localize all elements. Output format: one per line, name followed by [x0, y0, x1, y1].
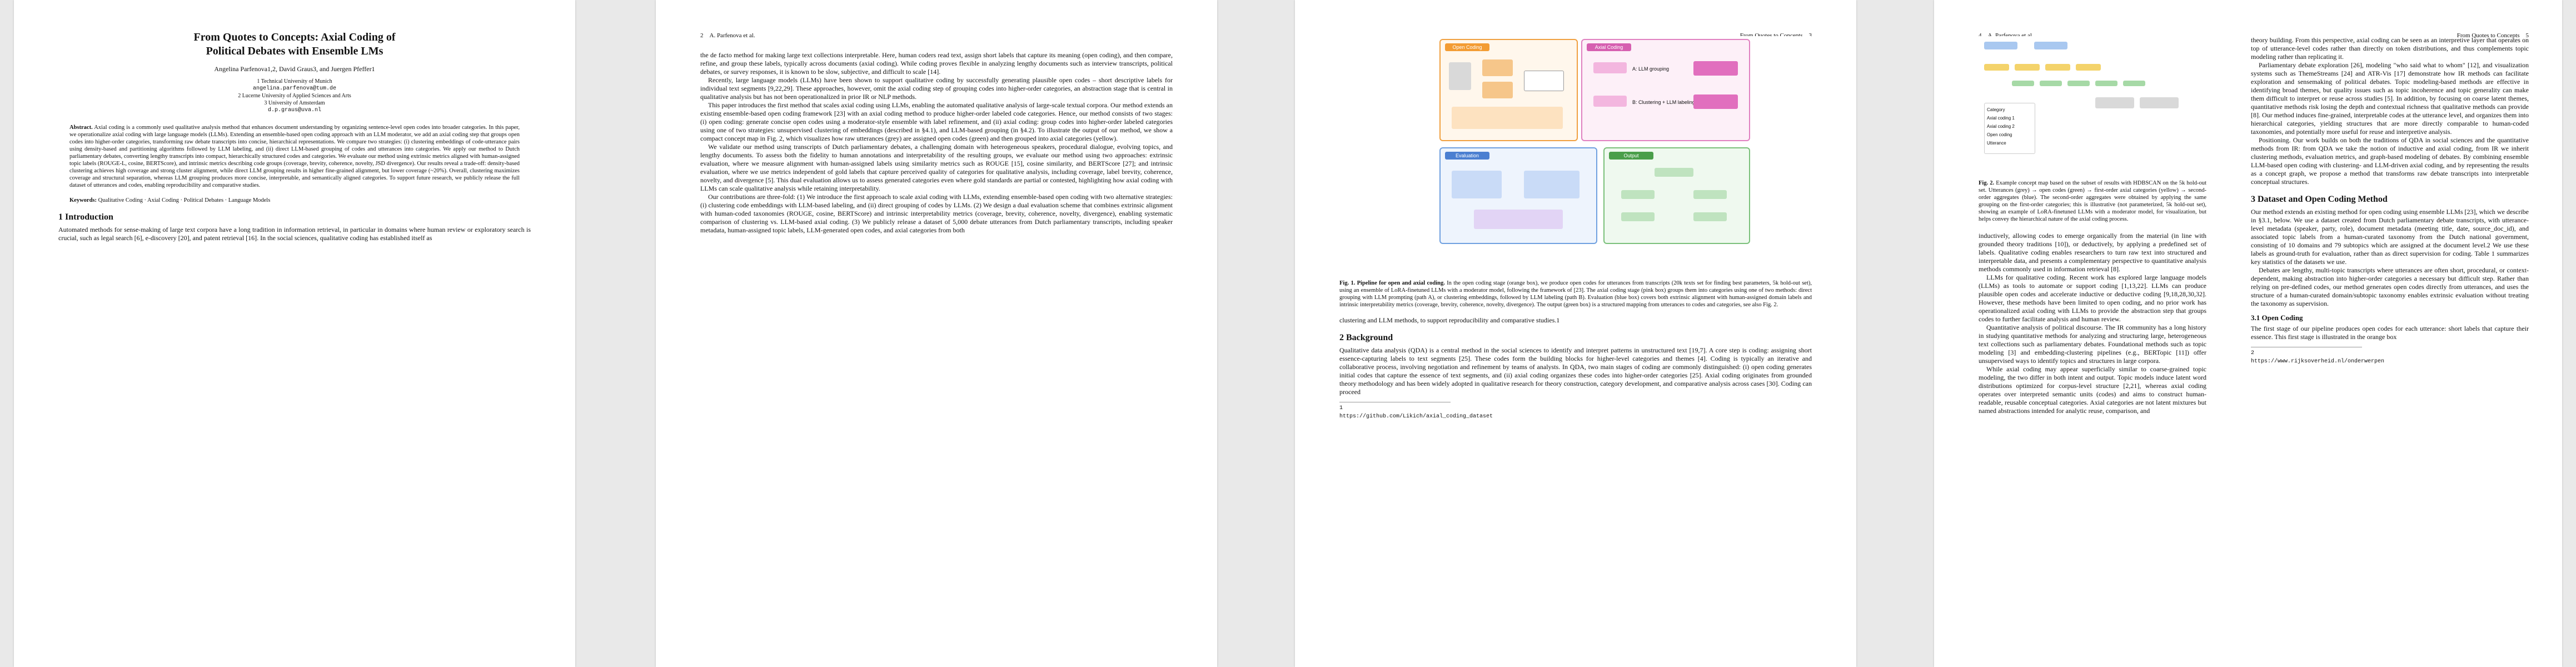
paragraph: Our contributions are three-fold: (1) We… — [700, 193, 1173, 234]
figure-2-caption: Fig. 2. Example concept map based on the… — [1979, 180, 2206, 222]
footnote: 1 https://github.com/Likich/axial_coding… — [1339, 402, 1493, 421]
subsection-heading-open-coding: 3.1 Open Coding — [2251, 313, 2303, 322]
paragraph: inductively, allowing codes to emerge or… — [1979, 232, 2206, 273]
open-coding-box: Open Coding — [1439, 39, 1578, 141]
page-4-body: Category Axial coding 1 Axial coding 2 O… — [1979, 36, 2206, 415]
paragraph: Qualitative data analysis (QDA) is a cen… — [1339, 346, 1812, 396]
paragraph: This paper introduces the first method t… — [700, 101, 1173, 142]
paragraph: The first stage of our pipeline produces… — [2251, 325, 2529, 341]
figure-2-legend: Category Axial coding 1 Axial coding 2 O… — [1984, 103, 2035, 154]
paragraph: Recently, large language models (LLMs) h… — [700, 76, 1173, 101]
footnote: 2 https://www.rijksoverheid.nl/onderwerp… — [2251, 347, 2384, 366]
paragraph: While axial coding may appear superficia… — [1979, 365, 2206, 415]
figure-2-concept-map: Category Axial coding 1 Axial coding 2 O… — [1979, 36, 2206, 175]
paragraph: We validate our method using transcripts… — [700, 143, 1173, 192]
affiliations: 1 Technical University of Munich angelin… — [238, 78, 351, 113]
output-box: Output — [1603, 147, 1750, 244]
section-heading-introduction: 1 Introduction — [58, 212, 113, 222]
abstract: Abstract. Axial coding is a commonly use… — [69, 125, 520, 188]
page-1: arXiv:2601.15338v1 [cs.CL] 20 Jan 2026 F… — [14, 0, 575, 667]
keywords: Keywords: Qualitative Coding · Axial Cod… — [69, 197, 271, 203]
page-4: 4 A. Parfenova et al. Category Axial cod… — [1934, 0, 2562, 667]
author-list: Angelina Parfenova1,2, David Graus3, and… — [214, 65, 375, 73]
figure-1-pipeline: Open Coding Axial Coding A: LLM grouping… — [1339, 36, 1812, 275]
intro-paragraph: Automated methods for sense-making of la… — [58, 226, 531, 242]
page-2-body: the de facto method for making large tex… — [700, 51, 1173, 235]
paragraph: LLMs for qualitative coding. Recent work… — [1979, 273, 2206, 323]
figure-1-caption: Fig. 1. Pipeline for open and axial codi… — [1339, 280, 1812, 308]
paragraph: Quantitative analysis of political disco… — [1979, 323, 2206, 365]
paragraph: clustering and LLM methods, to support r… — [1339, 316, 1560, 324]
paragraph: the de facto method for making large tex… — [700, 51, 1173, 76]
paragraph: Debates are lengthy, multi-topic transcr… — [2251, 266, 2529, 307]
paragraph: Our method extends an existing method fo… — [2251, 208, 2529, 266]
section-heading-background: 2 Background — [1339, 333, 1393, 342]
page-5-body: theory building. From this perspective, … — [2251, 36, 2529, 366]
paragraph: Parliamentary debate exploration [26], m… — [2251, 61, 2529, 136]
running-header: 2 A. Parfenova et al. — [700, 32, 755, 39]
paragraph: theory building. From this perspective, … — [2251, 36, 2529, 61]
evaluation-box: Evaluation — [1439, 147, 1597, 244]
paper-title: From Quotes to Concepts: Axial Coding of… — [193, 31, 396, 57]
section-heading-dataset: 3 Dataset and Open Coding Method — [2251, 195, 2388, 204]
running-header: From Quotes to Concepts 5 — [2457, 32, 2529, 39]
page-3: From Quotes to Concepts 3 Open Coding Ax… — [1295, 0, 1856, 667]
paragraph: Positioning. Our work builds on both the… — [2251, 136, 2529, 186]
page-2: 2 A. Parfenova et al. the de facto metho… — [656, 0, 1217, 667]
page-3-body: Open Coding Axial Coding A: LLM grouping… — [1339, 36, 1812, 421]
axial-coding-box: Axial Coding A: LLM grouping B: Clusteri… — [1581, 39, 1750, 141]
